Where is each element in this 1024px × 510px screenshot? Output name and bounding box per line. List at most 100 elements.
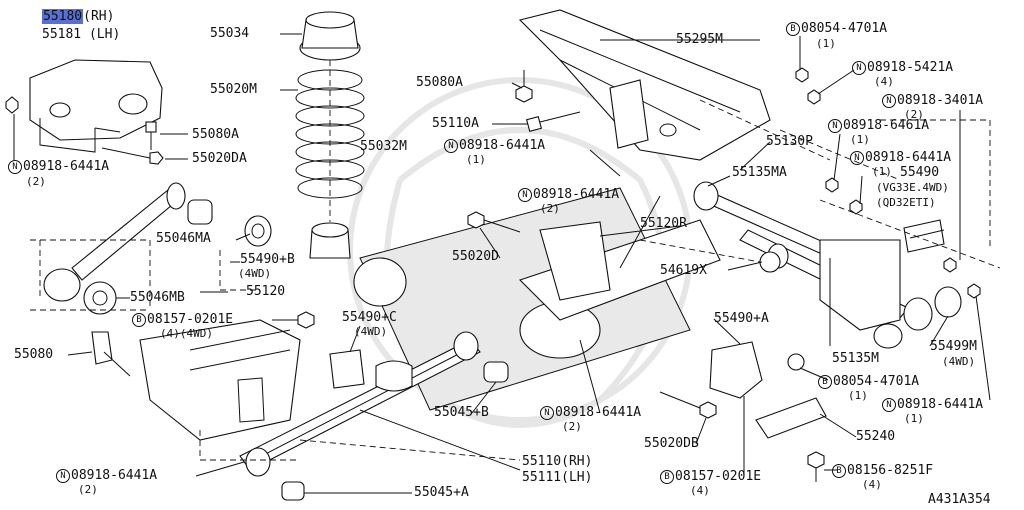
stabilizer-55490c[interactable] [329, 349, 413, 392]
callout-qty: (4) [862, 478, 882, 491]
callout-part-number: 08918-6441A [71, 468, 158, 483]
frame-rail-lower-left[interactable] [139, 319, 301, 441]
damper-55490[interactable] [903, 219, 945, 253]
callout-55490a[interactable]: 55490+A [714, 311, 769, 326]
callout-qty: (4WD) [942, 355, 976, 368]
callout-part-number: 08918-6441A [459, 138, 546, 153]
b-circle-icon: B [832, 464, 846, 478]
spring-seat-55034[interactable] [299, 11, 361, 61]
callout-55045b[interactable]: 55045+B [434, 405, 489, 420]
stud-55020da[interactable] [101, 147, 164, 165]
callout-55110a[interactable]: 55110A [432, 116, 479, 131]
bushing-55046ma[interactable] [187, 199, 272, 247]
bushing-55045b[interactable] [483, 361, 509, 383]
callout-55111-lh[interactable]: 55111(LH) [522, 470, 593, 485]
nut-small-left[interactable] [5, 96, 19, 114]
bolt-08156[interactable] [807, 451, 825, 482]
bracket-55499m[interactable] [819, 239, 962, 331]
callout-55130p[interactable]: 55130P [766, 134, 813, 149]
callout-55135m[interactable]: 55135M [832, 351, 879, 366]
n-circle-icon: N [850, 151, 864, 165]
bolt-08157-left[interactable] [297, 311, 315, 329]
bushing-55046mb[interactable] [83, 281, 117, 315]
callout-55032m[interactable]: 55032M [360, 139, 407, 154]
callout-qty: (2) [540, 202, 560, 215]
bushing-55135m[interactable] [873, 323, 903, 349]
callout-55080[interactable]: 55080 [14, 347, 54, 362]
bracket-55240[interactable] [755, 397, 827, 439]
callout-55110-rh[interactable]: 55110(RH) [522, 454, 593, 469]
n-circle-icon: N [518, 188, 532, 202]
callout-55490-vg[interactable]: 55490 [900, 165, 940, 180]
callout-55240[interactable]: 55240 [856, 429, 896, 444]
callout-55046ma[interactable]: 55046MA [156, 231, 211, 246]
bracket-55120r[interactable] [539, 221, 611, 301]
crossmember-55295m[interactable] [518, 9, 771, 161]
callout-55180[interactable]: 55180(RH) [42, 9, 115, 24]
spring-seat-bracket[interactable] [29, 59, 163, 153]
callout-55120r[interactable]: 55120R [640, 216, 687, 231]
callout-55020d[interactable]: 55020D [452, 249, 499, 264]
callout-55135ma[interactable]: 55135MA [732, 165, 787, 180]
callout-part-number: 08157-0201E [147, 312, 234, 327]
bolt-55080a-left[interactable] [145, 121, 157, 150]
leader-lines [67, 33, 991, 494]
bushing-54619x[interactable] [759, 251, 781, 273]
callout-qty: (4) [690, 484, 710, 497]
callout-qty: (1) [466, 153, 486, 166]
bushing-55045a[interactable] [281, 481, 305, 501]
callout-55020da[interactable]: 55020DA [192, 151, 247, 166]
callout-55080a-left[interactable]: 55080A [192, 127, 239, 142]
b-circle-icon: B [132, 313, 146, 327]
callout-54619x[interactable]: 54619X [660, 263, 707, 278]
bolt-55080a-top[interactable] [515, 70, 533, 103]
callout-55490c[interactable]: 55490+C [342, 310, 397, 325]
callout-qty: (1) [848, 389, 868, 402]
diagram-code: A431A354 [928, 492, 991, 507]
leaf-spring-55110[interactable] [239, 331, 481, 477]
bolt-55020db[interactable] [659, 391, 717, 419]
callout-qty: (4WD) [354, 325, 388, 338]
bolt-55020d[interactable] [467, 211, 521, 233]
callout-55490b[interactable]: 55490+B [240, 252, 295, 267]
callout-55080a-top[interactable]: 55080A [416, 75, 463, 90]
mount-55490a[interactable] [709, 341, 805, 399]
upper-link-arm[interactable] [43, 182, 186, 302]
callout-55034[interactable]: 55034 [210, 26, 250, 41]
callout-55120[interactable]: 55120 [246, 284, 286, 299]
callout-55295m[interactable]: 55295M [676, 32, 723, 47]
callout-55499m[interactable]: 55499M [930, 339, 977, 354]
callout-55020db[interactable]: 55020DB [644, 436, 699, 451]
shackle-55080[interactable] [91, 331, 131, 377]
callout-55045a[interactable]: 55045+A [414, 485, 469, 500]
highlighted-part-number[interactable]: 55180 [42, 9, 84, 24]
nut-right-small[interactable] [795, 67, 981, 299]
bolt-55110a[interactable] [525, 111, 581, 133]
n-circle-icon: N [882, 94, 896, 108]
callout-qty: (1) [904, 412, 924, 425]
bump-stop-55032m[interactable] [309, 222, 351, 259]
callout-55180-side: (RH) [83, 9, 115, 24]
callout-55181[interactable]: 55181 (LH) [42, 27, 121, 42]
callout-55046mb[interactable]: 55046MB [130, 290, 185, 305]
callout-part-number: 08918-3401A [897, 93, 984, 108]
callout-55020m[interactable]: 55020M [210, 82, 257, 97]
b-circle-icon: B [660, 470, 674, 484]
